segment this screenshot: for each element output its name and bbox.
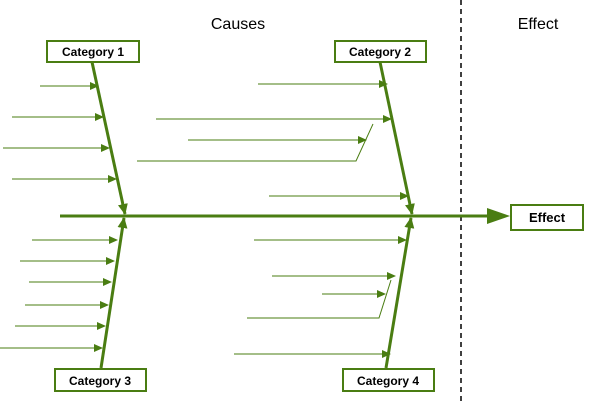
category-4-box xyxy=(342,368,435,392)
effect-heading: Effect xyxy=(518,16,559,33)
category-4-group: Category 4 xyxy=(234,217,435,392)
category-3-bone xyxy=(99,217,128,369)
causes-heading: Causes xyxy=(211,16,265,33)
effect-label: Effect xyxy=(529,210,566,225)
category-2-subcause-2 xyxy=(137,123,374,162)
category-1-label: Category 1 xyxy=(62,45,124,59)
category-4-label: Category 4 xyxy=(357,374,419,388)
category-3-label: Category 3 xyxy=(69,374,131,388)
category-3-group: Category 3 xyxy=(0,217,147,392)
effect-group: Effect xyxy=(510,204,584,231)
category-2-bone xyxy=(378,61,415,215)
category-2-label: Category 2 xyxy=(349,45,411,59)
category-4-subcause-2 xyxy=(247,279,392,319)
category-1-bone xyxy=(90,61,128,215)
spine-arrowhead xyxy=(487,208,510,224)
category-3-box xyxy=(54,368,147,392)
category-1-group: Category 1 xyxy=(3,40,140,215)
category-2-group: Category 2 xyxy=(137,40,427,215)
effect-box xyxy=(510,204,584,231)
